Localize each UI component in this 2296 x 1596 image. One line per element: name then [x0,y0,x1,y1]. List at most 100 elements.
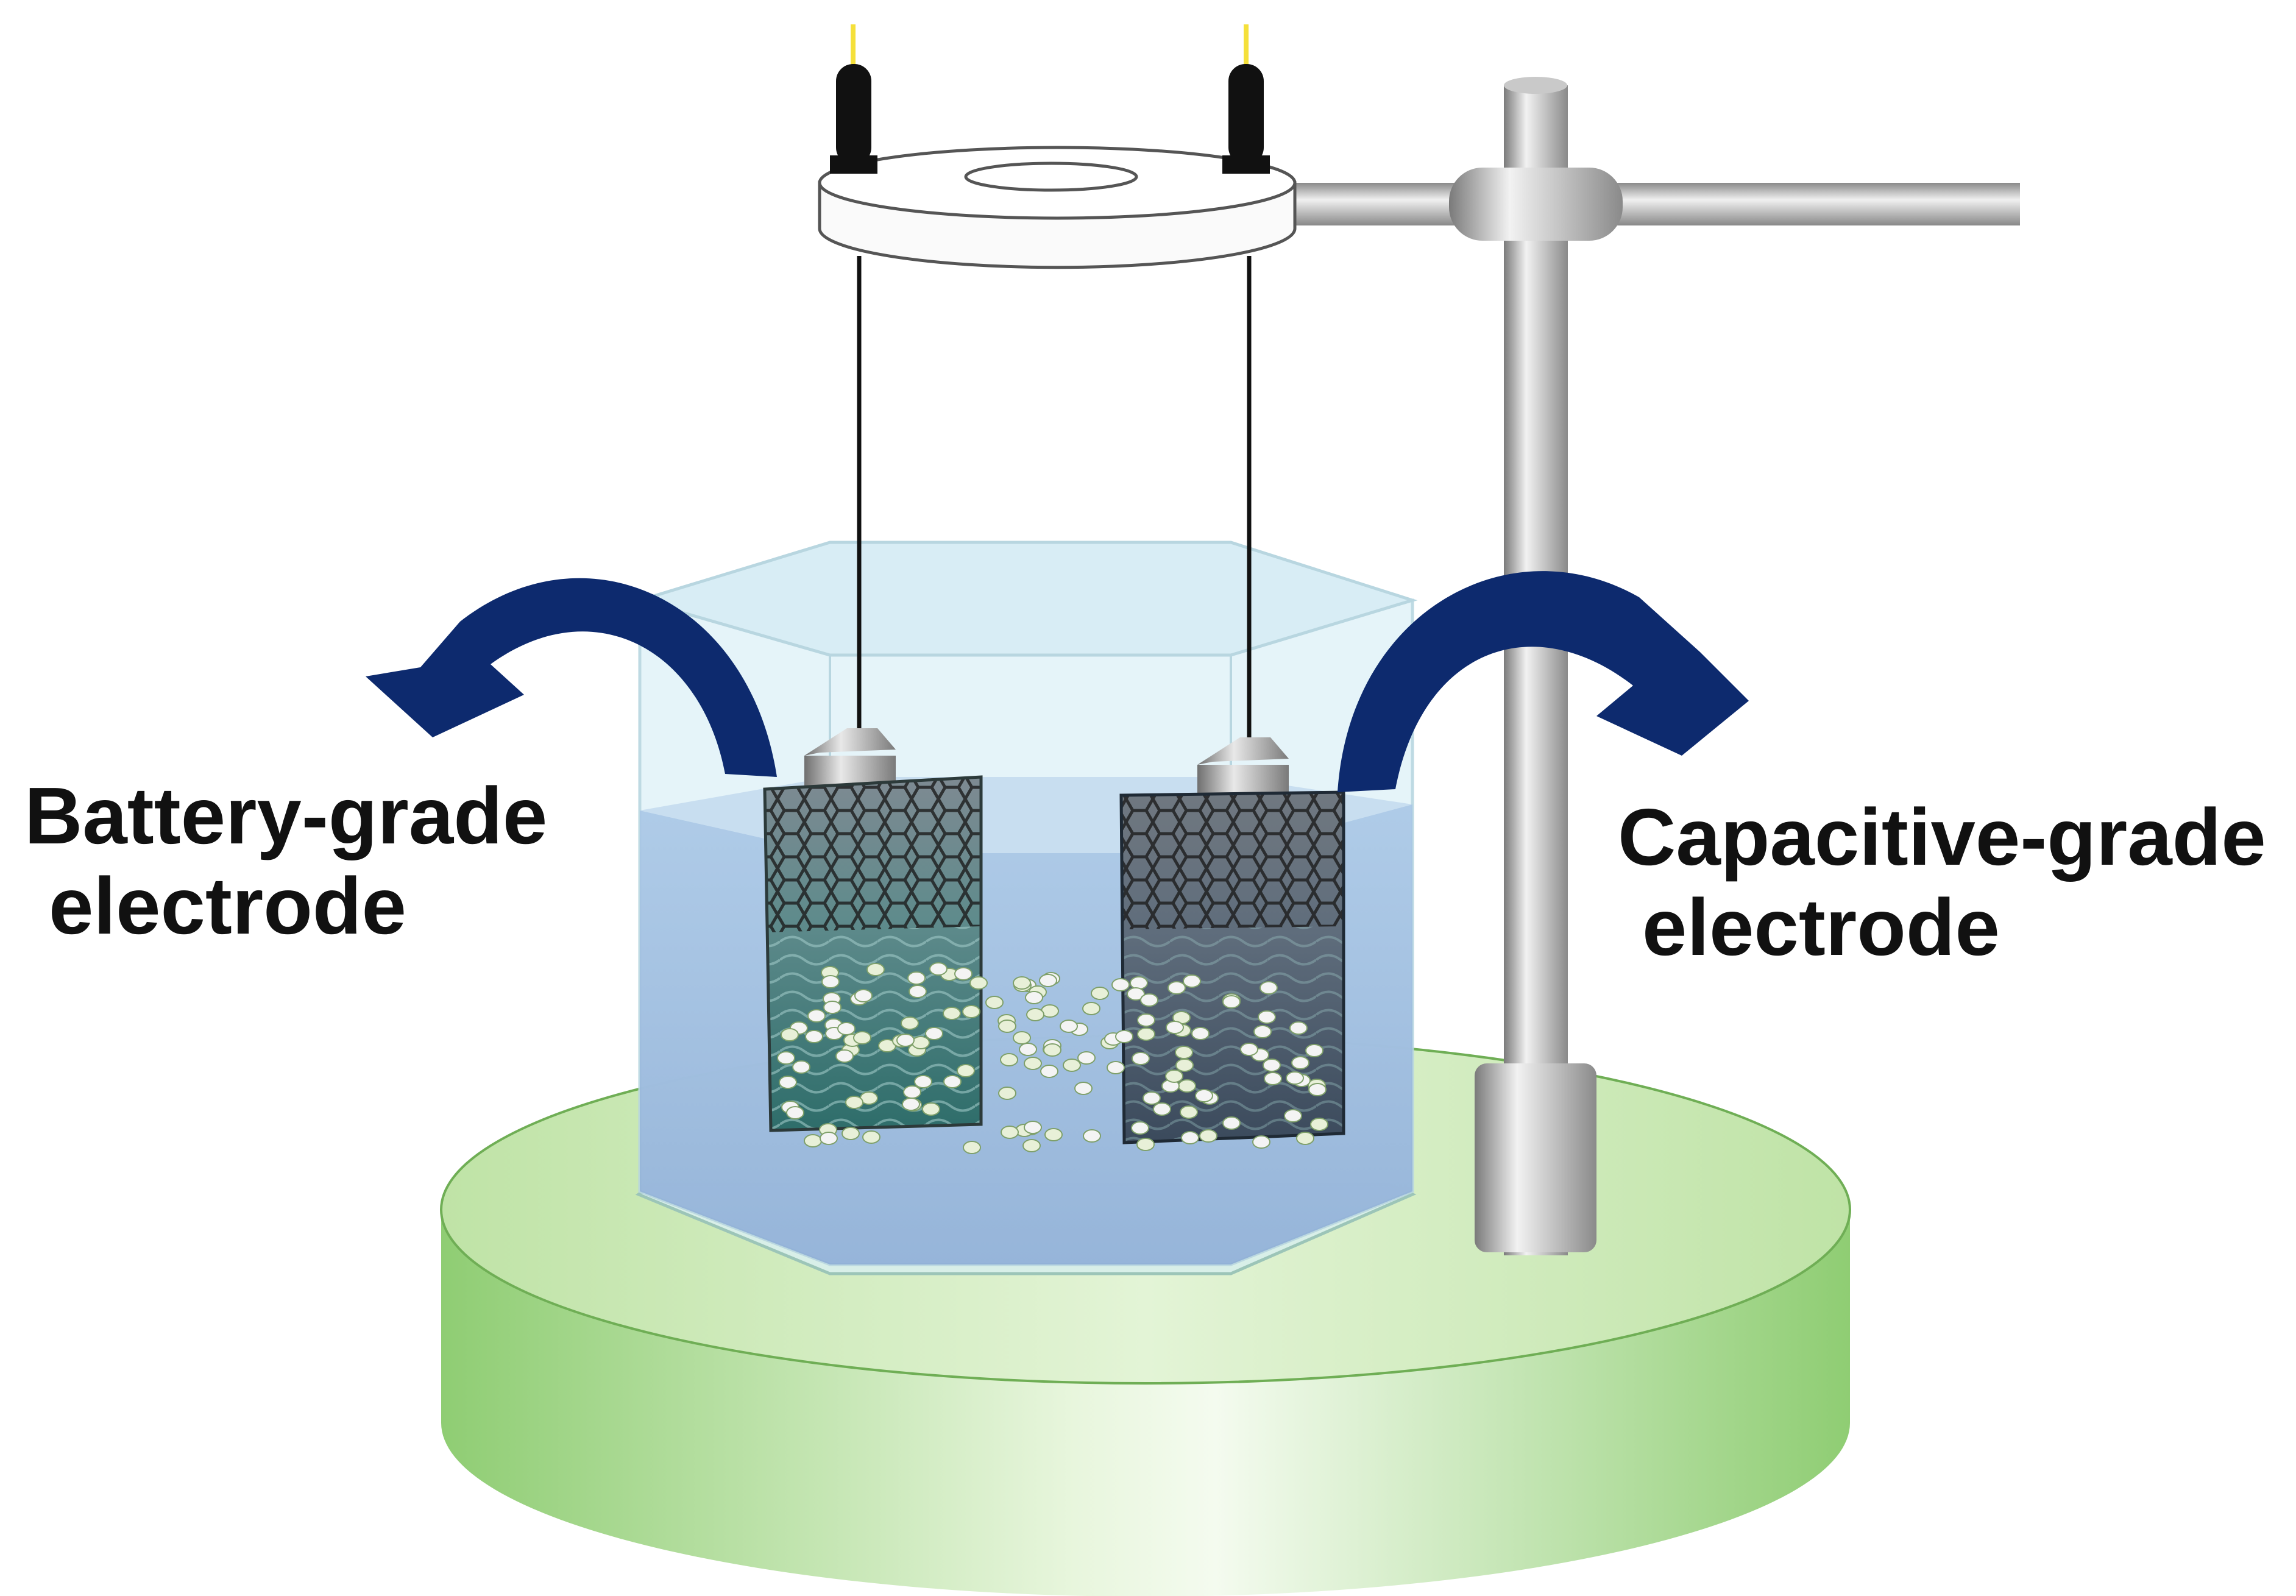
ion-particle-icon [805,1030,823,1043]
ion-particle-icon [1252,1135,1270,1149]
ion-particle-icon [1253,1025,1272,1038]
terminal-right [1222,24,1270,174]
ion-particle-icon [1043,1043,1061,1057]
ion-particle-icon [820,1132,838,1145]
ion-particle-icon [1127,987,1145,1001]
ion-particle-icon [1115,1030,1133,1043]
ion-particles [777,962,1328,1154]
ion-particle-icon [854,989,873,1002]
ion-particle-icon [1019,1043,1037,1056]
ion-particle-icon [842,1127,860,1140]
ion-particle-icon [929,962,948,976]
ion-particle-icon [969,976,988,990]
ion-particle-icon [1130,976,1148,990]
ion-particle-icon [914,1075,932,1088]
ion-particle-icon [1167,981,1186,995]
ion-particle-icon [1258,1010,1276,1024]
ion-particle-icon [1044,1128,1063,1141]
ion-particle-icon [837,1022,856,1035]
ion-particle-icon [866,963,885,976]
capacitive-grade-electrode-label: Capacitive-grade electrode [1618,792,2266,973]
ion-particle-icon [912,1036,930,1049]
ion-particle-icon [963,1141,981,1154]
ion-particle-icon [807,1009,826,1023]
ion-particle-icon [823,1001,842,1014]
ion-particle-icon [1040,1065,1058,1078]
ion-particle-icon [1001,1126,1019,1139]
ion-particle-icon [1296,1132,1314,1145]
ion-particle-icon [896,1034,915,1047]
ion-particle-icon [925,1027,943,1040]
ion-particle-icon [853,1031,871,1044]
terminal-left [830,24,877,174]
ion-particle-icon [957,1064,975,1077]
ion-particle-icon [1291,1056,1309,1069]
left-label-line2: electrode [49,860,406,951]
ion-particle-icon [1131,1121,1149,1135]
ion-particle-icon [1013,976,1031,990]
ion-particle-icon [777,1051,795,1065]
ion-particle-icon [1091,987,1109,1000]
ion-particle-icon [781,1028,799,1041]
ion-particle-icon [1026,1008,1044,1021]
right-label-line1: Capacitive-grade [1618,792,2266,882]
ion-particle-icon [1111,978,1130,991]
ion-particle-icon [1175,1059,1194,1072]
ion-particle-icon [998,1087,1016,1100]
ion-particle-icon [1137,1027,1155,1041]
ion-particle-icon [985,996,1004,1009]
ion-particle-icon [835,1049,854,1063]
ion-particle-icon [1166,1021,1184,1034]
ion-particle-icon [922,1102,940,1116]
ion-particle-icon [1025,991,1043,1004]
ion-particle-icon [1199,1129,1217,1143]
ion-particle-icon [1074,1082,1093,1095]
ion-particle-icon [1063,1059,1081,1072]
right-label-line2: electrode [1642,882,2000,972]
battery-grade-electrode-label: Battery-grade electrode [24,771,547,951]
ion-particle-icon [1289,1021,1308,1035]
ion-particle-icon [862,1130,880,1144]
ion-particle-icon [1264,1072,1282,1085]
ion-particle-icon [1137,1013,1155,1027]
ion-particle-icon [1284,1109,1302,1123]
cell-cap [818,146,1297,269]
curved-arrow-icon [366,578,777,777]
ion-particle-icon [792,1060,810,1074]
ion-particle-icon [1083,1129,1101,1143]
ion-particle-icon [821,975,840,988]
ion-particle-icon [1180,1105,1198,1119]
ion-particle-icon [1286,1071,1304,1085]
ion-particle-icon [1132,1052,1150,1065]
ion-particle-icon [804,1134,822,1147]
clamp-stand-icon [1255,77,2020,1255]
ion-particle-icon [903,1085,921,1099]
ion-particle-icon [1039,974,1057,987]
ion-particle-icon [1240,1043,1258,1056]
ion-particle-icon [1107,1061,1125,1074]
ion-particle-icon [1260,981,1278,995]
ion-particle-icon [954,967,973,981]
ion-particle-icon [1222,995,1241,1009]
ion-particle-icon [962,1005,980,1018]
ion-particle-icon [779,1076,797,1089]
ion-particle-icon [943,1075,962,1088]
curved-arrow-icon [1338,571,1749,792]
ion-particle-icon [845,1096,863,1109]
ion-particle-icon [901,1016,919,1030]
ion-particle-icon [1310,1118,1328,1131]
ion-particle-icon [1000,1053,1018,1066]
ion-particle-icon [1082,1002,1100,1015]
ion-particle-icon [1178,1079,1196,1093]
ion-particle-icon [1183,974,1201,988]
ion-particle-icon [1195,1089,1213,1102]
ion-particle-icon [1024,1121,1042,1134]
ion-particle-icon [909,985,927,998]
ion-particle-icon [1308,1083,1327,1096]
ion-particle-icon [943,1007,961,1020]
ion-particle-icon [1263,1059,1281,1072]
ion-particle-icon [1165,1069,1183,1083]
ion-particle-icon [1013,1031,1031,1044]
ion-particle-icon [1136,1138,1155,1151]
ion-particle-icon [998,1020,1016,1033]
